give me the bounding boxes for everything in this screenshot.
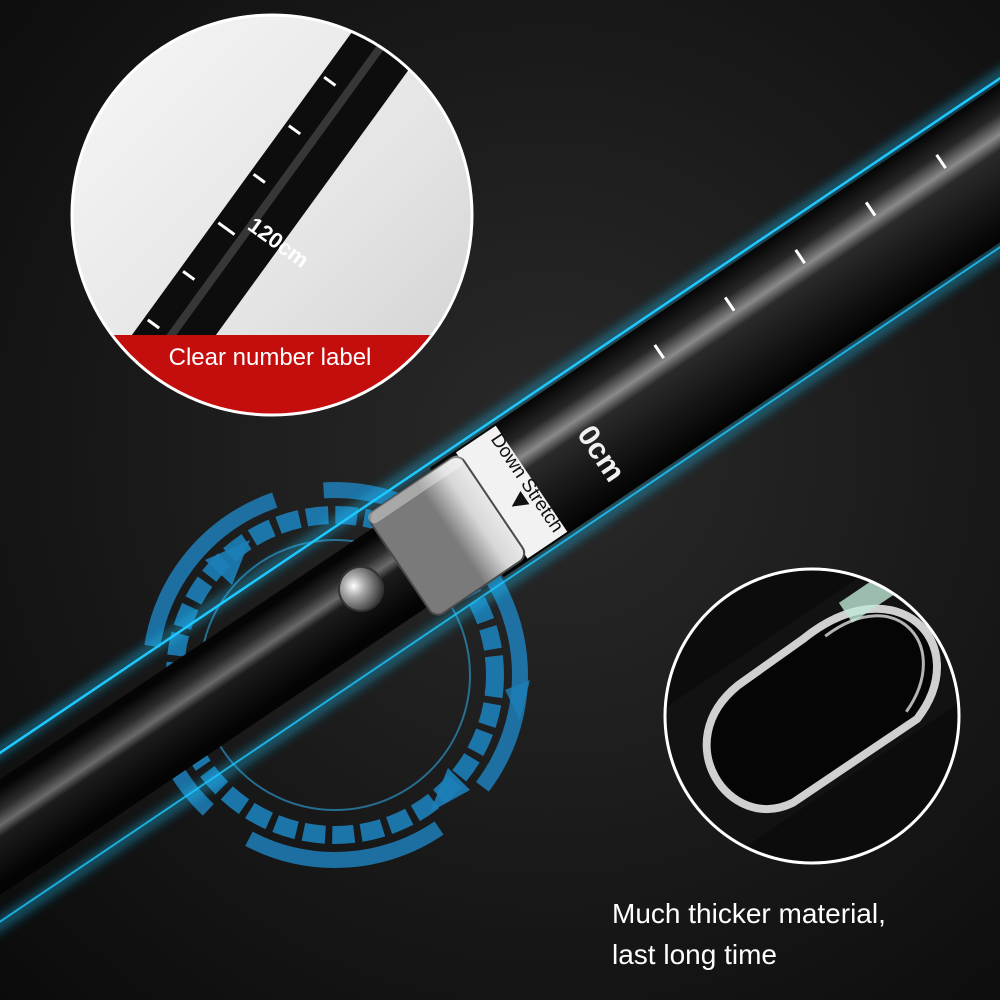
caption-clear-number-label: Clear number label (168, 344, 372, 371)
caption-material-line2: last long time (612, 939, 777, 970)
lock-ball (337, 565, 384, 612)
lower-tube (0, 482, 494, 965)
upper-tube (429, 42, 1000, 578)
zoom-callout-top: 120cm (70, 13, 474, 417)
zoom-scale-ticks (111, 75, 337, 378)
direction-label-band (455, 425, 568, 559)
zoom-callout-bottom (663, 567, 961, 865)
caption-material-line1: Much thicker material, (612, 898, 886, 929)
trekking-pole: 0cm Down Stretch (0, 15, 1000, 984)
locking-collar (368, 455, 526, 616)
scale-ticks (653, 153, 947, 360)
arrow-icon (511, 491, 530, 507)
caption-material: Much thicker material, last long time (612, 893, 886, 975)
tube-cross-section (702, 604, 941, 813)
